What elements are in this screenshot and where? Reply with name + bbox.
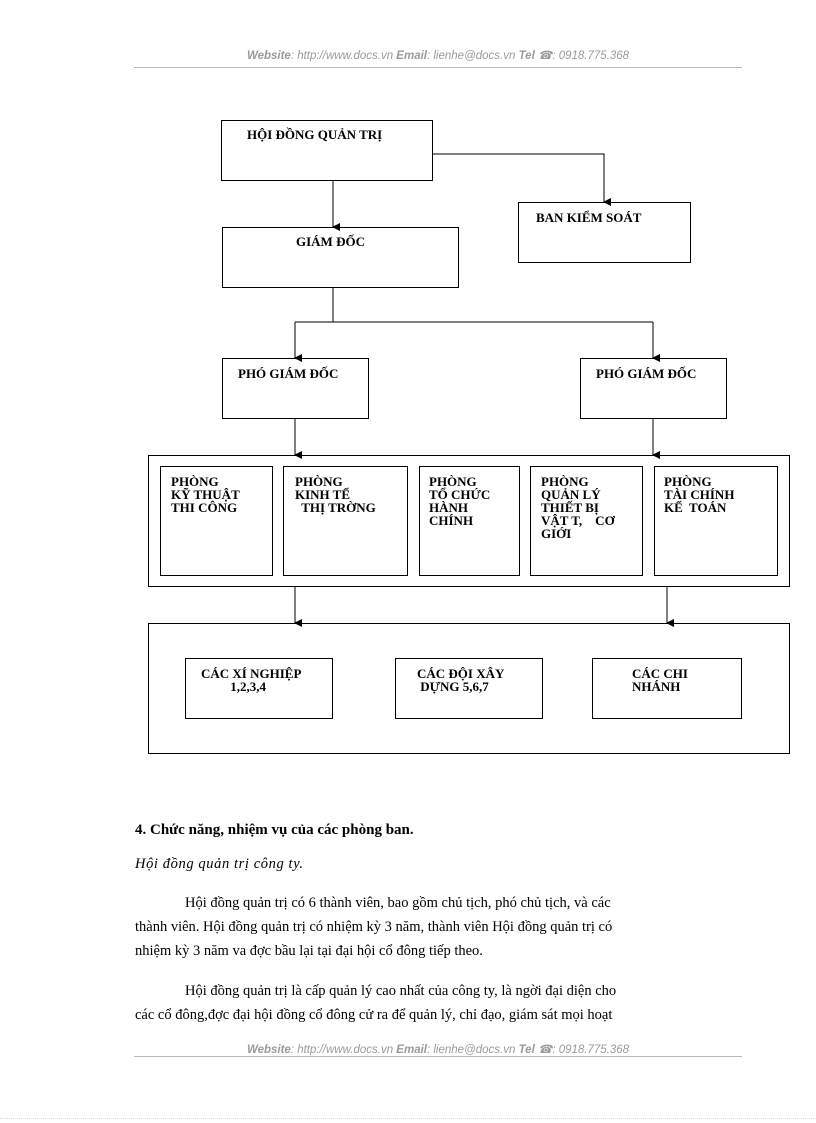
email-label: Email bbox=[396, 50, 427, 62]
tel-value: : 0918.775.368 bbox=[552, 50, 630, 62]
department-box bbox=[160, 466, 273, 576]
org-chart-connectors bbox=[294, 153, 674, 627]
department-box bbox=[419, 466, 520, 576]
tel-label: Tel bbox=[518, 50, 535, 62]
website-label: Website bbox=[246, 1044, 291, 1056]
tel-value: : 0918.775.368 bbox=[552, 1044, 630, 1056]
tel-label: Tel bbox=[518, 1044, 535, 1056]
page-bottom-dotted-rule bbox=[0, 1118, 816, 1119]
page-header: Website: http://www.docs.vn Email: lienh… bbox=[134, 48, 742, 62]
supervisory-box bbox=[518, 202, 691, 263]
deputy-right-box bbox=[580, 358, 727, 419]
departments-container bbox=[148, 455, 790, 587]
paragraph-line: Hội đồng quản trị là cấp quản lý cao nhấ… bbox=[185, 983, 617, 999]
section-heading: 4. Chức năng, nhiệm vụ của các phòng ban… bbox=[135, 822, 414, 838]
department-economic-label: PHÒNG KINH TẾ THỊ TRỜNG bbox=[295, 474, 376, 515]
department-box bbox=[654, 466, 778, 576]
paragraph-line: nhiệm kỳ 3 năm va đợc bầu lại tại đại hộ… bbox=[135, 943, 483, 959]
director-box bbox=[222, 227, 459, 288]
department-technical-label: PHÒNG KỸ THUẬT THI CÔNG bbox=[171, 474, 240, 515]
paragraph-2: Hội đồng quản trị là cấp quản lý cao nhấ… bbox=[135, 979, 743, 1027]
deputy-left-label: PHÓ GIÁM ĐỐC bbox=[238, 366, 339, 381]
unit-enterprises-label: CÁC XÍ NGHIỆP 1,2,3,4 bbox=[201, 666, 302, 694]
director-label: GIÁM ĐỐC bbox=[296, 234, 365, 249]
unit-branches-label: CÁC CHI NHÁNH bbox=[632, 666, 688, 694]
deputy-right-label: PHÓ GIÁM ĐỐC bbox=[596, 366, 697, 381]
unit-construction-teams-label: CÁC ĐỘI XÂY DỰNG 5,6,7 bbox=[417, 666, 505, 694]
paragraph-1: Hội đồng quản trị có 6 thành viên, bao g… bbox=[135, 891, 743, 963]
paragraph-line: thành viên. Hội đồng quản trị có nhiệm k… bbox=[135, 919, 613, 935]
website-label: Website bbox=[246, 50, 291, 62]
deputy-left-box bbox=[222, 358, 369, 419]
unit-box bbox=[395, 658, 543, 719]
paragraph-line: các cổ đông,đợc đại hội đồng cổ đông cử … bbox=[135, 1007, 613, 1023]
page-footer: Website: http://www.docs.vn Email: lienh… bbox=[134, 1042, 742, 1056]
department-box bbox=[530, 466, 643, 576]
website-value: : http://www.docs.vn bbox=[290, 1044, 394, 1056]
units-container bbox=[148, 623, 790, 754]
unit-box bbox=[592, 658, 742, 719]
department-equipment-label: PHÒNG QUẢN LÝ THIẾT BỊ VẬT T, CƠ GIỚI bbox=[541, 474, 615, 541]
footer-rule bbox=[134, 1056, 742, 1057]
website-value: : http://www.docs.vn bbox=[290, 50, 394, 62]
phone-icon: ☎ bbox=[537, 50, 553, 62]
connector-board-supervisory bbox=[433, 153, 611, 206]
paragraph-line: Hội đồng quản trị có 6 thành viên, bao g… bbox=[185, 895, 611, 911]
department-admin-label: PHÒNG TỔ CHỨC HÀNH CHÍNH bbox=[429, 474, 491, 528]
header-rule bbox=[134, 67, 742, 68]
unit-box bbox=[185, 658, 333, 719]
supervisory-label: BAN KIỂM SOÁT bbox=[536, 210, 642, 225]
phone-icon: ☎ bbox=[537, 1044, 553, 1056]
board-label: HỘI ĐỒNG QUẢN TRỊ bbox=[247, 127, 383, 142]
email-label: Email bbox=[396, 1044, 427, 1056]
email-value: : lienhe@docs.vn bbox=[426, 1044, 516, 1056]
email-value: : lienhe@docs.vn bbox=[426, 50, 516, 62]
department-box bbox=[283, 466, 408, 576]
department-finance-label: PHÒNG TÀI CHÍNH KẾ TOÁN bbox=[664, 474, 735, 515]
section-subheading: Hội đồng quản trị công ty. bbox=[135, 856, 304, 872]
board-box bbox=[221, 120, 433, 181]
